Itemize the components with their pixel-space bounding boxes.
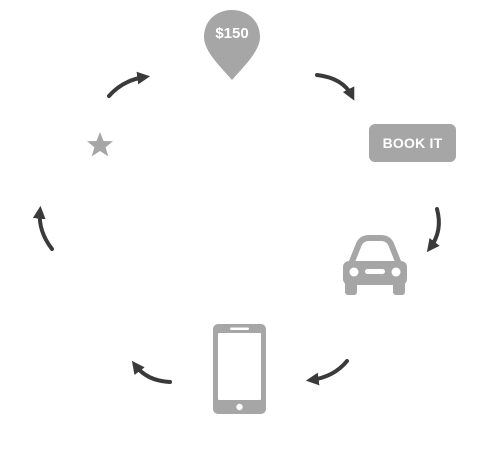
smartphone-icon (213, 324, 266, 414)
star-icon (87, 132, 113, 157)
curved-arrow-icon (32, 205, 54, 251)
curved-arrow-icon (315, 73, 355, 101)
curved-arrow-icon (305, 359, 349, 386)
price-pin-icon: $150 (204, 10, 260, 80)
car-icon (343, 235, 407, 295)
curved-arrow-icon (426, 207, 441, 253)
curved-arrow-icon (131, 360, 172, 384)
book-it-button[interactable]: BOOK IT (369, 124, 456, 162)
curved-arrow-icon (107, 71, 151, 98)
price-pin-label: $150 (215, 25, 248, 42)
